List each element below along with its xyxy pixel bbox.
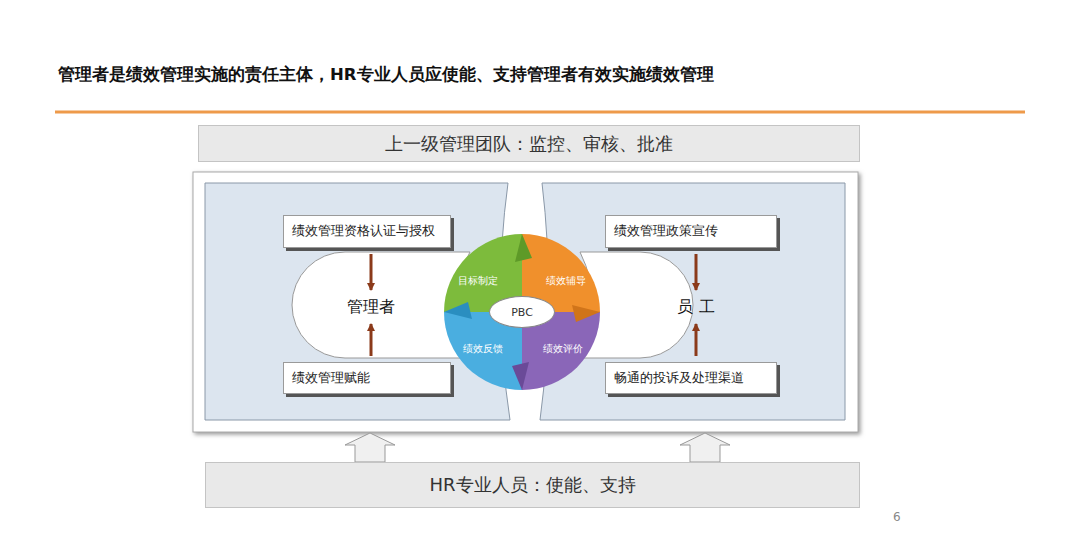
- node-text: 畅通的投诉及处理渠道: [614, 370, 744, 387]
- seg-node: 绩效评价: [535, 340, 591, 358]
- node-text: PBC: [511, 306, 533, 319]
- node-text: 绩效管理资格认证与授权: [292, 223, 435, 240]
- outer-frame: [193, 172, 858, 432]
- box-node: 绩效管理资格认证与授权: [283, 215, 451, 248]
- actor-node: 管理者: [335, 292, 407, 322]
- page-number: 6: [893, 510, 901, 524]
- arrow-connector: [370, 324, 373, 356]
- box-node: 绩效管理政策宣传: [605, 215, 777, 248]
- manager-oval: [292, 252, 470, 358]
- arrow-connector: [695, 324, 698, 356]
- node-text: 绩效辅导: [546, 274, 586, 288]
- pbc-cycle: [444, 234, 600, 390]
- support-arrow: [345, 433, 395, 462]
- node-text: 员 工: [677, 297, 714, 318]
- pbc-node: PBC: [489, 296, 555, 328]
- band-node: HR专业人员：使能、支持: [205, 462, 860, 508]
- title-rule: [55, 111, 1025, 114]
- seg-node: 绩效反馈: [455, 340, 511, 358]
- box-node: 绩效管理赋能: [283, 362, 451, 394]
- node-text: 绩效管理政策宣传: [614, 223, 718, 240]
- arrow-connector: [695, 254, 698, 290]
- node-text: HR专业人员：使能、支持: [429, 473, 635, 497]
- title: 管理者是绩效管理实施的责任主体，HR专业人员应使能、支持管理者有效实施绩效管理: [58, 64, 714, 86]
- box-node: 畅通的投诉及处理渠道: [605, 362, 777, 394]
- support-arrow: [680, 433, 730, 462]
- seg-node: 绩效辅导: [538, 272, 594, 290]
- band-node: 上一级管理团队：监控、审核、批准: [198, 125, 860, 162]
- seg-node: 目标制定: [450, 272, 506, 290]
- node-text: 管理者: [347, 297, 395, 318]
- node-text: 上一级管理团队：监控、审核、批准: [385, 132, 673, 156]
- node-text: 绩效管理赋能: [292, 370, 370, 387]
- node-text: 绩效评价: [543, 342, 583, 356]
- node-text: 目标制定: [458, 274, 498, 288]
- arrow-connector: [370, 254, 373, 290]
- node-text: 绩效反馈: [463, 342, 503, 356]
- actor-node: 员 工: [660, 292, 732, 322]
